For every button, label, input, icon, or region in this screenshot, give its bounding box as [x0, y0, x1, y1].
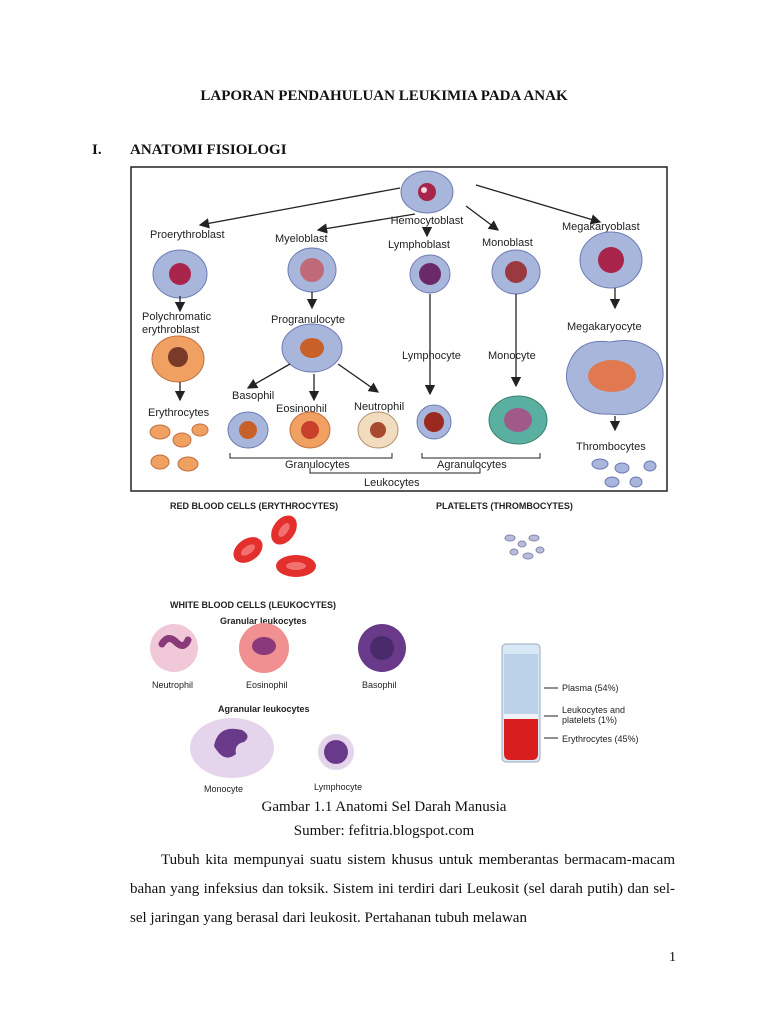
monocyte-label: Monocyte: [488, 350, 536, 362]
platelets-title: PLATELETS (THROMBOCYTES): [436, 501, 573, 511]
lymphocyte-caption: Lymphocyte: [314, 782, 362, 792]
stage-arrows: [174, 288, 621, 396]
basophil-caption: Basophil: [362, 680, 397, 690]
agranular-title: Agranular leukocytes: [218, 704, 310, 714]
plasma-label: Plasma (54%): [562, 683, 619, 693]
granular-title: Granular leukocytes: [220, 616, 307, 626]
erythrocytes-pct-label: Erythrocytes (45%): [562, 734, 639, 744]
progranulocyte-label: Progranulocyte: [271, 314, 345, 326]
leuko-platelets-label-1: Leukocytes and: [562, 705, 625, 715]
neutrophil-caption: Neutrophil: [152, 680, 193, 690]
erythrocytes-label: Erythrocytes: [148, 407, 210, 419]
basophil-label: Basophil: [232, 390, 274, 402]
megakaryocyte-cell: [566, 340, 664, 416]
lymphocyte-image: [318, 734, 354, 770]
body-paragraph: Tubuh kita mempunyai suatu sistem khusus…: [130, 852, 675, 926]
megakaryocyte-label: Megakaryocyte: [567, 321, 642, 333]
megakaryoblast-cell: [579, 231, 643, 289]
monoblast-cell: [491, 249, 541, 295]
myeloblast-cell: [287, 247, 337, 293]
blood-cells-figure: RED BLOOD CELLS (ERYTHROCYTES) PLATELETS…: [150, 501, 639, 794]
leukocytes-label: Leukocytes: [364, 477, 420, 489]
section-number: I.: [92, 142, 102, 158]
lymphoblast-label: Lymphoblast: [388, 239, 450, 251]
basophil-cell: [227, 411, 269, 449]
monocyte-image: [190, 718, 274, 778]
hematopoiesis-diagram: Hemocytoblast Proerythroblast Myeloblast…: [130, 166, 668, 492]
section-title: ANATOMI FISIOLOGI: [130, 142, 287, 158]
lymphocyte-label: Lymphocyte: [402, 350, 461, 362]
figure-source: Sumber: fefitria.blogspot.com: [293, 823, 475, 839]
hemocytoblast-arrows: [198, 184, 602, 238]
thrombocytes-label: Thrombocytes: [576, 441, 646, 453]
body-paragraph-block: Tubuh kita mempunyai suatu sistem khusus…: [130, 846, 675, 933]
leuko-platelets-label-2: platelets (1%): [562, 715, 617, 725]
myeloblast-label: Myeloblast: [275, 233, 328, 245]
monocyte-caption: Monocyte: [204, 784, 243, 794]
erythroblast-label: erythroblast: [142, 324, 199, 336]
wbc-title: WHITE BLOOD CELLS (LEUKOCYTES): [170, 600, 336, 610]
erythrocytes-cells: [149, 423, 209, 472]
eosinophil-caption: Eosinophil: [246, 680, 288, 690]
monocyte-cell: [488, 395, 548, 445]
thrombocytes-cells: [591, 458, 657, 488]
proerythroblast-cell: [152, 249, 208, 299]
granulocytes-label: Granulocytes: [285, 459, 350, 471]
neutrophil-image: [150, 624, 198, 672]
agranulocytes-label: Agranulocytes: [437, 459, 507, 471]
platelets: [504, 534, 545, 560]
megakaryoblast-label: Megakaryoblast: [562, 221, 640, 233]
granulocyte-arrows: [174, 363, 621, 432]
figure-caption: Gambar 1.1 Anatomi Sel Darah Manusia: [261, 799, 507, 815]
eosinophil-cell: [289, 411, 331, 449]
polychromatic-erythroblast-cell: [151, 335, 205, 383]
proerythroblast-label: Proerythroblast: [150, 229, 225, 241]
rbc-title: RED BLOOD CELLS (ERYTHROCYTES): [170, 501, 338, 511]
page-number: 1: [669, 950, 676, 965]
group-brackets: [229, 453, 541, 474]
neutrophil-cell: [357, 411, 399, 449]
lymphocyte-cell: [416, 404, 452, 440]
neutrophil-label: Neutrophil: [354, 401, 404, 413]
tube-pointers: [544, 687, 558, 739]
polychromatic-label: Polychromatic: [142, 311, 212, 323]
lymphoblast-cell: [409, 254, 451, 294]
hemocytoblast-label: Hemocytoblast: [391, 215, 464, 227]
red-blood-cells: [233, 515, 316, 577]
monoblast-label: Monoblast: [482, 237, 533, 249]
basophil-image: [358, 624, 406, 672]
eosinophil-image: [239, 623, 289, 673]
progranulocyte-cell: [281, 323, 343, 373]
hemocytoblast-cell: [400, 170, 454, 214]
test-tube: [501, 643, 541, 763]
document-title: LAPORAN PENDAHULUAN LEUKIMIA PADA ANAK: [200, 88, 568, 104]
